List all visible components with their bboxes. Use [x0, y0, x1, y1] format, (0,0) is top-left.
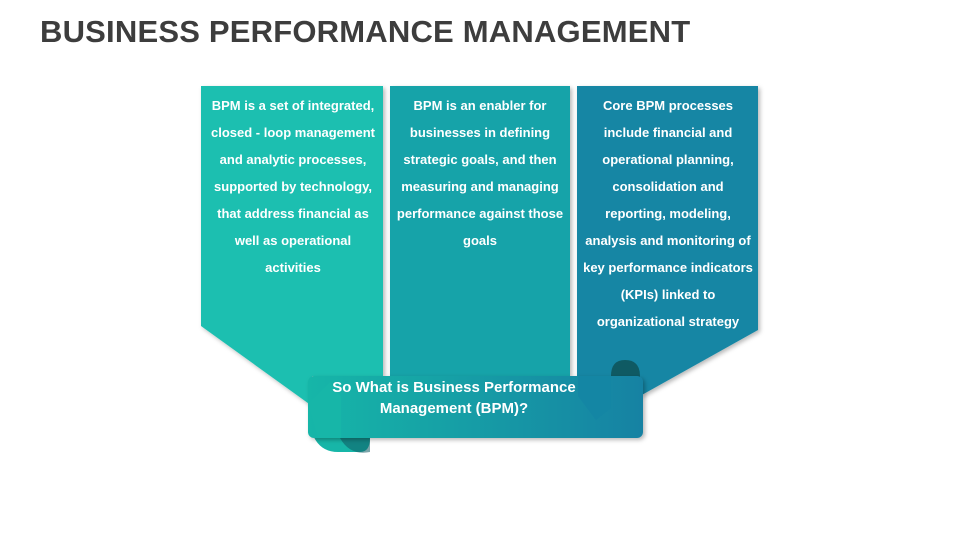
panel-3-shape — [577, 86, 758, 396]
panel-2-line: businesses in defining — [409, 125, 551, 140]
panel-3-line: operational planning, — [602, 152, 734, 167]
panel-1-shape — [201, 86, 383, 406]
panel-2-line: goals — [463, 233, 497, 248]
panel-3-line: include financial and — [603, 125, 733, 140]
page-title: BUSINESS PERFORMANCE MANAGEMENT — [40, 14, 691, 49]
banner-question: So What is Business Performance Manageme… — [312, 377, 596, 419]
banner-right-arrow — [578, 376, 611, 420]
panel-3-line: analysis and monitoring of — [585, 233, 751, 248]
banner-line-1: So What is Business Performance — [332, 379, 576, 396]
panel-1-line: and analytic processes, — [219, 152, 367, 167]
panel-2-line: measuring and managing — [401, 179, 559, 194]
panel-1-line: closed - loop management — [211, 125, 375, 140]
banner-body — [308, 376, 643, 438]
panel-1-line: well as operational — [234, 233, 352, 248]
panel-2-line: strategic goals, and then — [403, 152, 557, 167]
panel-2-text: BPM is an enabler for businesses in defin… — [390, 92, 570, 254]
panel-3-line: key performance indicators — [583, 260, 753, 275]
panel-1-line: BPM is a set of integrated, — [211, 98, 375, 113]
panel-3-line: Core BPM processes — [602, 98, 734, 113]
panel-2-line: BPM is an enabler for — [413, 98, 547, 113]
panel-3-text: Core BPM processes include financial and o… — [578, 92, 758, 335]
panel-2-line: performance against those — [396, 206, 564, 221]
panel-1-line: supported by technology, — [214, 179, 372, 194]
banner-left-arrow — [308, 382, 341, 438]
panel-1-line: activities — [265, 260, 321, 275]
banner-left-fold-shadow — [340, 438, 370, 453]
panel-1-line: that address financial as — [217, 206, 369, 221]
panel-2-shape — [390, 86, 570, 376]
banner-line-2: Management (BPM)? — [379, 400, 529, 417]
panel-3-line: consolidation and — [612, 179, 724, 194]
panel-3-line: (KPIs) linked to — [620, 287, 716, 302]
panel-3-line: organizational strategy — [596, 314, 740, 329]
panel-3-line: reporting, modeling, — [605, 206, 731, 221]
panel-1-text: BPM is a set of integrated, closed - loop… — [204, 92, 382, 281]
